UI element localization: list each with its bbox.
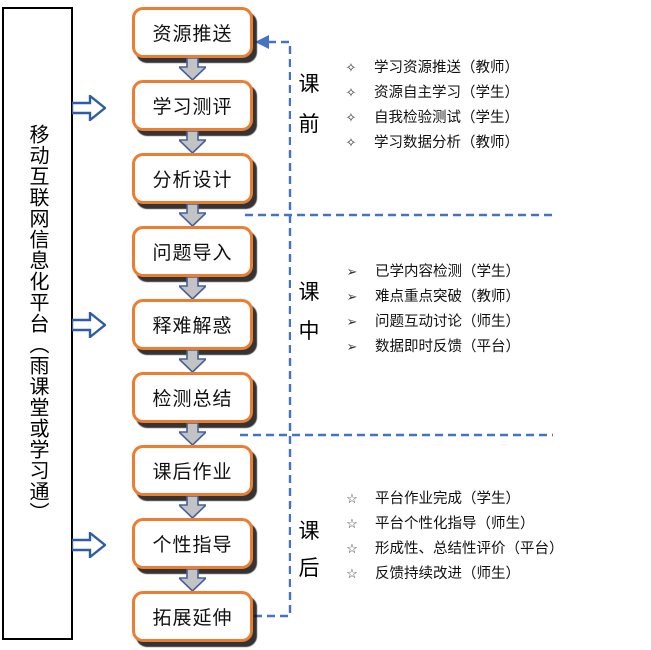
flow-step-label: 学习测评	[152, 96, 233, 118]
phase-item-text: 学习数据分析（教师）	[374, 135, 519, 151]
star-bullet-icon: ☆	[346, 492, 358, 507]
down-arrow-icon	[179, 277, 206, 299]
diamond-bullet-icon: ✧	[345, 61, 357, 76]
arrowhead-bullet-icon: ➢	[346, 315, 358, 330]
phase-item: ➢ 已学内容检测（学生）	[328, 260, 601, 285]
phase-panel-after-class: ☆平台作业完成（学生） ☆平台个性化指导（师生） ☆形成性、总结性评价（平台） …	[328, 473, 620, 590]
flow-step-box: 资源推送	[132, 7, 253, 58]
flow-step-label: 检测总结	[152, 388, 233, 410]
phase-item-text: 数据即时反馈（平台）	[375, 339, 520, 355]
phase-item: ✧ 自我检验测试（学生）	[327, 106, 632, 131]
down-arrow-icon	[179, 131, 206, 153]
flow-step-label: 个性指导	[152, 534, 233, 556]
phase-label-char: 课	[298, 518, 320, 543]
dashed-arrowhead-icon	[255, 35, 269, 49]
feedback-loop-dashed-line	[253, 40, 292, 618]
phase-item: ☆ 平台个性化指导（师生）	[328, 512, 620, 537]
phase-label-during-class: 课 中	[291, 266, 327, 355]
phase-item: ☆ 反馈持续改进（师生）	[328, 562, 620, 587]
phase-item: ✧ 资源自主学习（学生）	[327, 81, 632, 106]
phase-item-text: 自我检验测试（学生）	[374, 110, 519, 126]
platform-label: 移动互联网信息化平台（雨课堂或学习通）	[26, 124, 50, 523]
push-right-arrow-icon	[72, 95, 106, 121]
diamond-bullet-icon: ✧	[345, 111, 357, 126]
flow-step-label: 资源推送	[152, 23, 233, 45]
phase-label-char: 中	[298, 319, 320, 344]
phase-item-text: 反馈持续改进（师生）	[375, 566, 520, 582]
flow-step-label: 课后作业	[152, 461, 233, 483]
platform-box: 移动互联网信息化平台（雨课堂或学习通）	[2, 7, 73, 640]
phase-item: ☆ 平台作业完成（学生）	[328, 487, 620, 512]
star-bullet-icon: ☆	[346, 517, 358, 532]
phase-label-char: 后	[298, 556, 320, 581]
flow-step-label: 释难解惑	[152, 315, 233, 337]
flow-step-label: 拓展延伸	[152, 607, 233, 629]
phase-item-text: 形成性、总结性评价（平台）	[375, 541, 564, 557]
phase-item-text: 学习资源推送（教师）	[374, 60, 519, 76]
down-arrow-icon	[179, 569, 206, 591]
flow-step-box: 检测总结	[132, 372, 253, 423]
phase-panel-before-class: ✧ 学习资源推送（教师） ✧ 资源自主学习（学生） ✧ 自我检验测试（学生） ✧ 学习数…	[327, 43, 632, 182]
phase-panel-during-class: ➢ 已学内容检测（学生） ➢ 难点重点突破（教师） ➢ 问题互动讨论（师生） ➢ 数据即…	[328, 252, 601, 405]
down-arrow-icon	[179, 496, 206, 518]
flow-step-box: 学习测评	[132, 80, 253, 131]
flow-step-box: 拓展延伸	[132, 591, 253, 642]
star-bullet-icon: ☆	[346, 542, 358, 557]
phase-item-text: 资源自主学习（学生）	[374, 85, 519, 101]
phase-item: ✧ 学习数据分析（教师）	[327, 131, 632, 156]
flow-step-label: 问题导入	[152, 242, 233, 264]
flow-step-box: 分析设计	[132, 153, 253, 204]
arrowhead-bullet-icon: ➢	[346, 290, 358, 305]
flow-step-box: 个性指导	[132, 518, 253, 569]
phase-item-text: 难点重点突破（教师）	[375, 289, 520, 305]
phase-item-text: 平台个性化指导（师生）	[375, 516, 535, 532]
diamond-bullet-icon: ✧	[345, 86, 357, 101]
arrowhead-bullet-icon: ➢	[346, 340, 358, 355]
phase-item-text: 已学内容检测（学生）	[375, 264, 520, 280]
push-right-arrow-icon	[72, 532, 106, 558]
phase-label-before-class: 课 前	[291, 59, 327, 147]
phase-label-char: 前	[298, 111, 320, 136]
flow-step-label: 分析设计	[152, 169, 233, 191]
down-arrow-icon	[179, 204, 206, 226]
phase-item-text: 问题互动讨论（师生）	[375, 314, 520, 330]
down-arrow-icon	[179, 423, 206, 445]
phase-item: ✧ 学习资源推送（教师）	[327, 56, 632, 81]
phase-label-char: 课	[298, 72, 320, 97]
phase-label-char: 课	[298, 279, 320, 304]
down-arrow-icon	[179, 58, 206, 80]
flow-column: 资源推送 学习测评 分析设计 问题导入 释难解惑 检测总结 课后作业 个性指导 …	[132, 7, 253, 642]
phase-item: ➢ 问题互动讨论（师生）	[328, 310, 601, 335]
flow-step-box: 课后作业	[132, 445, 253, 496]
diamond-bullet-icon: ✧	[345, 136, 357, 151]
flow-step-box: 问题导入	[132, 226, 253, 277]
phase-item: ➢ 难点重点突破（教师）	[328, 285, 601, 310]
phase-label-after-class: 课 后	[291, 507, 327, 590]
flow-step-box: 释难解惑	[132, 299, 253, 350]
down-arrow-icon	[179, 350, 206, 372]
arrowhead-bullet-icon: ➢	[346, 265, 358, 280]
push-right-arrow-icon	[72, 312, 106, 338]
phase-item: ☆ 形成性、总结性评价（平台）	[328, 537, 620, 562]
star-bullet-icon: ☆	[346, 567, 358, 582]
phase-item-text: 平台作业完成（学生）	[375, 491, 520, 507]
phase-item: ➢ 数据即时反馈（平台）	[328, 335, 601, 360]
